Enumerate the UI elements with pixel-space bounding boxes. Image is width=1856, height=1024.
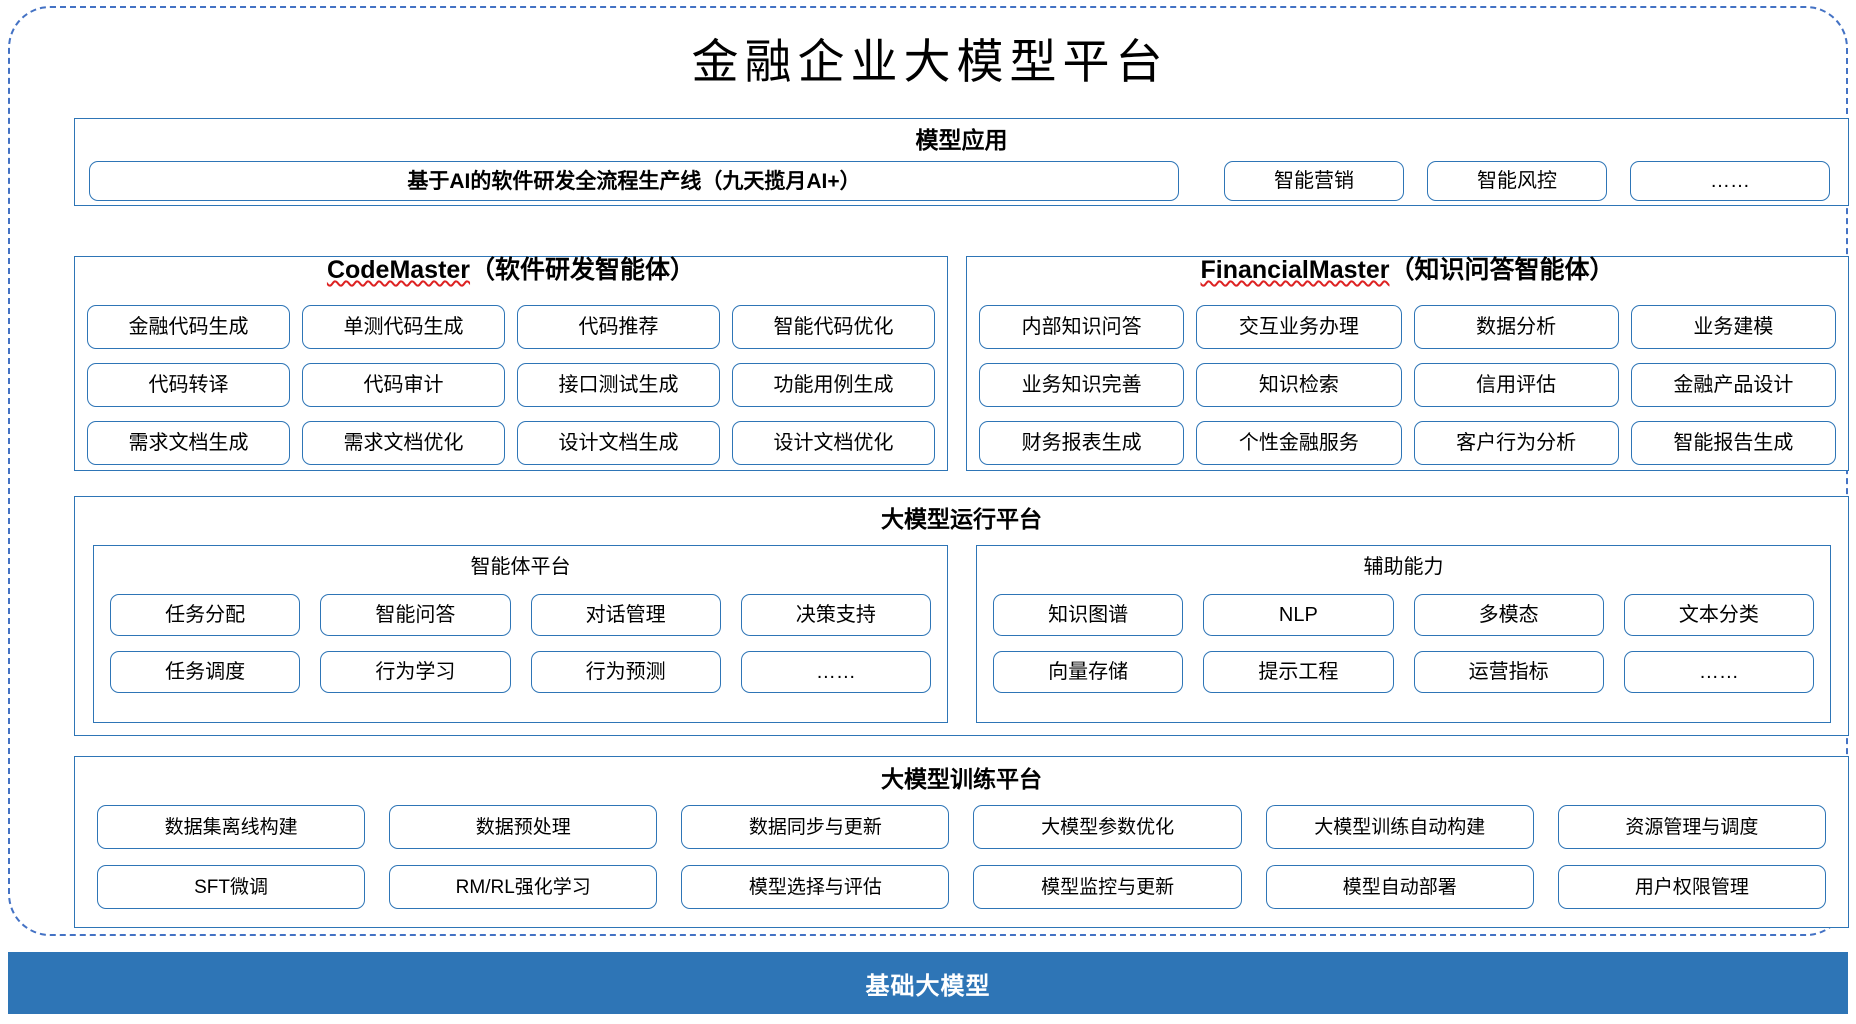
panel-model-application-title: 模型应用 [915,127,1008,153]
panel-run-platform: 大模型运行平台 智能体平台 任务分配 智能问答 对话管理 决策支持 任务调度 行… [74,496,1849,736]
agent-platform-item[interactable]: 任务调度 [110,651,301,693]
train-platform-item[interactable]: 资源管理与调度 [1557,805,1826,849]
foundation-model-bar: 基础大模型 [8,952,1848,1014]
codemaster-item[interactable]: 需求文档优化 [302,421,505,465]
train-platform-item[interactable]: 模型自动部署 [1265,865,1534,909]
financialmaster-item[interactable]: 财务报表生成 [979,421,1185,465]
agent-platform-item[interactable]: 对话管理 [530,594,721,636]
financialmaster-item[interactable]: 交互业务办理 [1196,305,1402,349]
financialmaster-name-cn: （知识问答智能体） [1389,256,1615,284]
panel-run-platform-title: 大模型运行平台 [881,506,1042,532]
train-platform-item[interactable]: RM/RL强化学习 [389,865,658,909]
agent-platform-item[interactable]: 决策支持 [740,594,931,636]
app-item-smart-marketing[interactable]: 智能营销 [1224,161,1404,201]
codemaster-name-cn: （软件研发智能体） [470,256,696,284]
agent-platform-item[interactable]: 任务分配 [110,594,301,636]
codemaster-item[interactable]: 智能代码优化 [732,305,935,349]
codemaster-item[interactable]: 接口测试生成 [517,363,720,407]
outer-dashed-frame: 金融企业大模型平台 模型应用 基于AI的软件研发全流程生产线（九天揽月AI+） … [8,6,1849,936]
aux-ability-item[interactable]: 多模态 [1413,594,1604,636]
aux-ability-item[interactable]: 运营指标 [1413,651,1604,693]
train-platform-item[interactable]: 数据预处理 [389,805,658,849]
page-title: 金融企业大模型平台 [691,37,1169,89]
financialmaster-item[interactable]: 个性金融服务 [1196,421,1402,465]
train-platform-item[interactable]: SFT微调 [97,865,366,909]
financialmaster-name-en: FinancialMaster [1200,256,1390,284]
foundation-model-label: 基础大模型 [865,972,991,1000]
train-platform-item[interactable]: 数据集离线构建 [97,805,366,849]
financialmaster-item[interactable]: 信用评估 [1413,363,1619,407]
aux-ability-item-grid: 知识图谱 NLP 多模态 文本分类 向量存储 提示工程 运营指标 …… [993,594,1814,693]
panel-codemaster: CodeMaster（软件研发智能体） 金融代码生成 单测代码生成 代码推荐 智… [74,256,948,471]
aux-ability-item[interactable]: 向量存储 [993,651,1184,693]
agent-platform-item-grid: 任务分配 智能问答 对话管理 决策支持 任务调度 行为学习 行为预测 …… [110,594,931,693]
agent-platform-item[interactable]: 行为学习 [320,651,511,693]
codemaster-item[interactable]: 设计文档优化 [732,421,935,465]
train-platform-item[interactable]: 数据同步与更新 [681,805,950,849]
financialmaster-item-grid: 内部知识问答 交互业务办理 数据分析 业务建模 业务知识完善 知识检索 信用评估… [979,305,1836,465]
financialmaster-item[interactable]: 知识检索 [1196,363,1402,407]
subpanel-aux-ability-title: 辅助能力 [1363,556,1444,578]
agent-platform-item[interactable]: 智能问答 [320,594,511,636]
aux-ability-item[interactable]: 提示工程 [1203,651,1394,693]
codemaster-item-grid: 金融代码生成 单测代码生成 代码推荐 智能代码优化 代码转译 代码审计 接口测试… [87,305,935,465]
financialmaster-item[interactable]: 客户行为分析 [1413,421,1619,465]
model-application-item-row: 基于AI的软件研发全流程生产线（九天揽月AI+） 智能营销 智能风控 …… [89,161,1836,201]
codemaster-item[interactable]: 金融代码生成 [87,305,290,349]
panel-codemaster-title: CodeMaster（软件研发智能体） [75,257,947,283]
panel-train-platform: 大模型训练平台 数据集离线构建 数据预处理 数据同步与更新 大模型参数优化 大模… [74,756,1849,928]
codemaster-item[interactable]: 代码转译 [87,363,290,407]
subpanel-agent-platform-title: 智能体平台 [470,556,571,578]
train-platform-item[interactable]: 模型监控与更新 [973,865,1242,909]
codemaster-name-en: CodeMaster [326,256,471,284]
train-platform-item-grid: 数据集离线构建 数据预处理 数据同步与更新 大模型参数优化 大模型训练自动构建 … [97,805,1826,909]
financialmaster-item[interactable]: 业务建模 [1630,305,1836,349]
panel-train-platform-title: 大模型训练平台 [881,766,1042,792]
subpanel-aux-ability: 辅助能力 知识图谱 NLP 多模态 文本分类 向量存储 提示工程 运营指标 …… [976,545,1831,723]
codemaster-item[interactable]: 代码推荐 [517,305,720,349]
financialmaster-item[interactable]: 智能报告生成 [1630,421,1836,465]
train-platform-item[interactable]: 模型选择与评估 [681,865,950,909]
app-item-ai-pipeline[interactable]: 基于AI的软件研发全流程生产线（九天揽月AI+） [89,161,1179,201]
financialmaster-item[interactable]: 内部知识问答 [979,305,1185,349]
app-item-smart-risk-control[interactable]: 智能风控 [1427,161,1607,201]
aux-ability-item-more[interactable]: …… [1623,651,1814,693]
agent-platform-item[interactable]: 行为预测 [530,651,721,693]
panel-model-application: 模型应用 基于AI的软件研发全流程生产线（九天揽月AI+） 智能营销 智能风控 … [74,118,1849,206]
panel-financialmaster: FinancialMaster（知识问答智能体） 内部知识问答 交互业务办理 数… [966,256,1849,471]
panel-financialmaster-title: FinancialMaster（知识问答智能体） [967,257,1848,283]
codemaster-item[interactable]: 单测代码生成 [302,305,505,349]
train-platform-item[interactable]: 用户权限管理 [1557,865,1826,909]
codemaster-item[interactable]: 设计文档生成 [517,421,720,465]
app-item-more[interactable]: …… [1630,161,1830,201]
financialmaster-item[interactable]: 数据分析 [1413,305,1619,349]
subpanel-agent-platform: 智能体平台 任务分配 智能问答 对话管理 决策支持 任务调度 行为学习 行为预测… [93,545,948,723]
financialmaster-item[interactable]: 业务知识完善 [979,363,1185,407]
codemaster-item[interactable]: 功能用例生成 [732,363,935,407]
financialmaster-item[interactable]: 金融产品设计 [1630,363,1836,407]
train-platform-item[interactable]: 大模型训练自动构建 [1265,805,1534,849]
train-platform-item[interactable]: 大模型参数优化 [973,805,1242,849]
aux-ability-item[interactable]: 知识图谱 [993,594,1184,636]
aux-ability-item[interactable]: 文本分类 [1623,594,1814,636]
agent-platform-item-more[interactable]: …… [740,651,931,693]
aux-ability-item[interactable]: NLP [1203,594,1394,636]
codemaster-item[interactable]: 代码审计 [302,363,505,407]
codemaster-item[interactable]: 需求文档生成 [87,421,290,465]
